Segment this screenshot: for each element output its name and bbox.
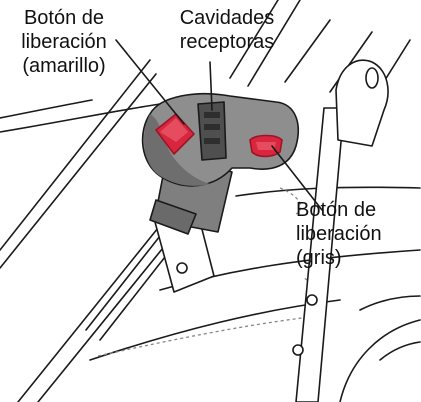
callout-gray-line3: (gris) xyxy=(296,247,342,269)
handle-assembly xyxy=(141,93,300,235)
leader-yellow xyxy=(115,39,185,125)
callout-yellow-release: Botón de liberación (amarillo) xyxy=(3,6,125,78)
seam-dashed-lines xyxy=(97,187,316,357)
callout-gray-line2: liberación xyxy=(296,223,382,245)
leader-gray xyxy=(271,145,323,211)
callout-yellow-line2: liberación xyxy=(21,31,107,53)
leader-cavities xyxy=(209,61,213,111)
vertical-tube xyxy=(292,59,389,402)
handle-stem-base xyxy=(149,199,197,235)
callout-yellow-line3: (amarillo) xyxy=(22,55,106,77)
leader-lines xyxy=(115,39,323,211)
callout-yellow-line1: Botón de xyxy=(23,7,105,29)
callout-gray-release: Botón de liberación (gris) xyxy=(296,198,420,270)
callout-cavities-line1: Cavidades xyxy=(179,7,275,29)
callout-gray-line1: Botón de xyxy=(296,199,377,221)
callout-cavities-line2: receptoras xyxy=(179,31,275,53)
callout-receptor-cavities: Cavidades receptoras xyxy=(164,6,290,54)
